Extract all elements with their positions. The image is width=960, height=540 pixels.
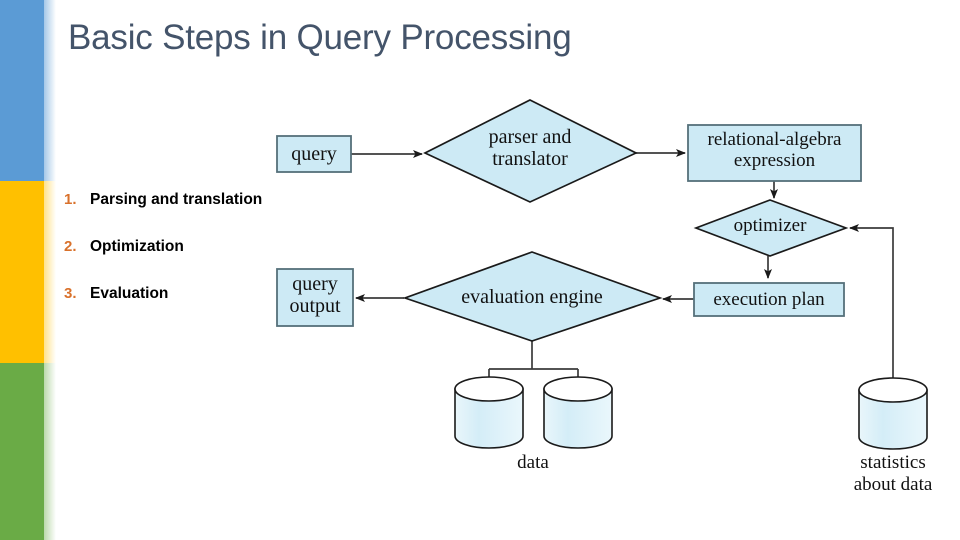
node-statistics-cylinder [858,377,928,450]
list-item-number: 2. [64,237,77,255]
node-relational-algebra-expression [687,124,862,182]
node-data-cylinder-right [543,376,613,449]
list-item: 2. Optimization [64,237,264,258]
list-item-number: 1. [64,191,77,208]
rail-fade-yellow [44,181,56,363]
node-label-data: data [517,452,549,473]
list-item-label: Evaluation [90,284,169,302]
rail-band-blue [0,0,44,181]
steps-list: 1. Parsing and translation 2. Optimizati… [64,190,264,331]
connector-evaleng-to-data [488,341,579,389]
list-item-label: Optimization [90,237,184,255]
page-title: Basic Steps in Query Processing [68,18,572,57]
node-label-statistics-line1: statistics [860,452,926,473]
rail-band-green [0,363,44,540]
rail-fade-green [44,363,56,540]
list-item: 1. Parsing and translation [64,190,264,211]
node-query-output [276,268,354,327]
rail-fade-blue [44,0,56,181]
node-label-statistics-line2: about data [853,473,933,495]
node-query [276,135,352,173]
list-item-number: 3. [64,284,77,302]
node-evaluation-engine [402,251,663,342]
list-item-label: Parsing and translation [90,191,263,208]
node-data-cylinder-left [454,376,524,449]
node-parser-and-translator [423,99,638,203]
connector-statistics-to-optimizer [849,224,894,390]
node-optimizer [693,199,849,257]
node-execution-plan [693,282,845,317]
node-label-statistics-about-data: statistics about data [823,452,960,496]
list-item: 3. Evaluation [64,284,264,305]
rail-band-yellow [0,181,44,363]
